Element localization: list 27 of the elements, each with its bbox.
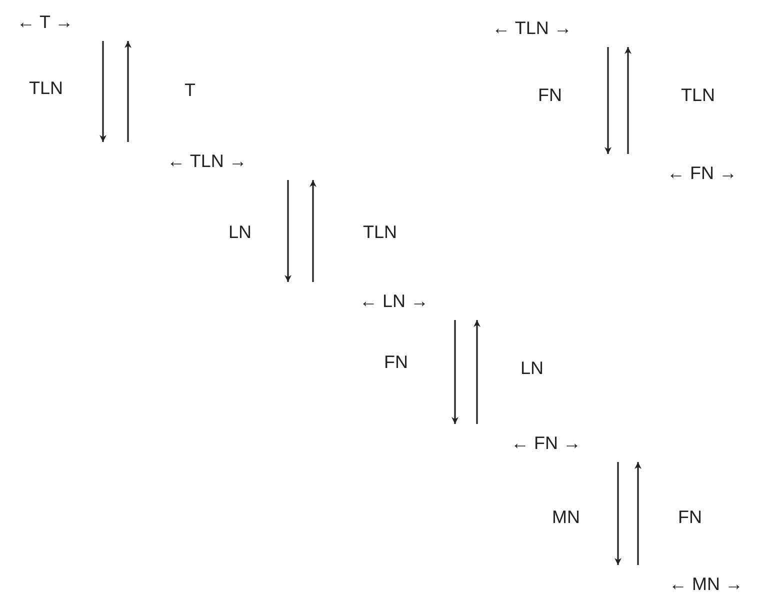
level-label: ← FN → — [500, 432, 592, 454]
edge-label: FN — [538, 84, 562, 106]
arrow — [614, 462, 622, 565]
arrow — [604, 47, 612, 154]
level-label: ← MN → — [652, 573, 760, 595]
arrow — [124, 41, 132, 142]
edge-label: TLN — [29, 77, 63, 99]
level-label: ← FN → — [654, 162, 750, 184]
arrow — [310, 180, 316, 282]
edge-label: TLN — [363, 221, 397, 243]
arrow — [100, 41, 106, 142]
arrow — [284, 180, 292, 282]
arrow — [474, 320, 480, 424]
edge-label: FN — [678, 506, 702, 528]
level-label: ← TLN → — [157, 150, 257, 172]
edge-label: LN — [520, 357, 544, 379]
edge-label: MN — [552, 506, 580, 528]
edge-label: LN — [228, 221, 252, 243]
arrow — [452, 320, 458, 424]
edge-label: FN — [384, 351, 408, 373]
level-label: ← TLN → — [478, 17, 586, 39]
edge-label: TLN — [681, 84, 715, 106]
arrow — [634, 462, 642, 565]
arrow — [624, 47, 632, 154]
level-label: ← LN → — [346, 290, 442, 312]
edge-label: T — [184, 79, 196, 101]
level-label: ← T → — [4, 11, 86, 33]
